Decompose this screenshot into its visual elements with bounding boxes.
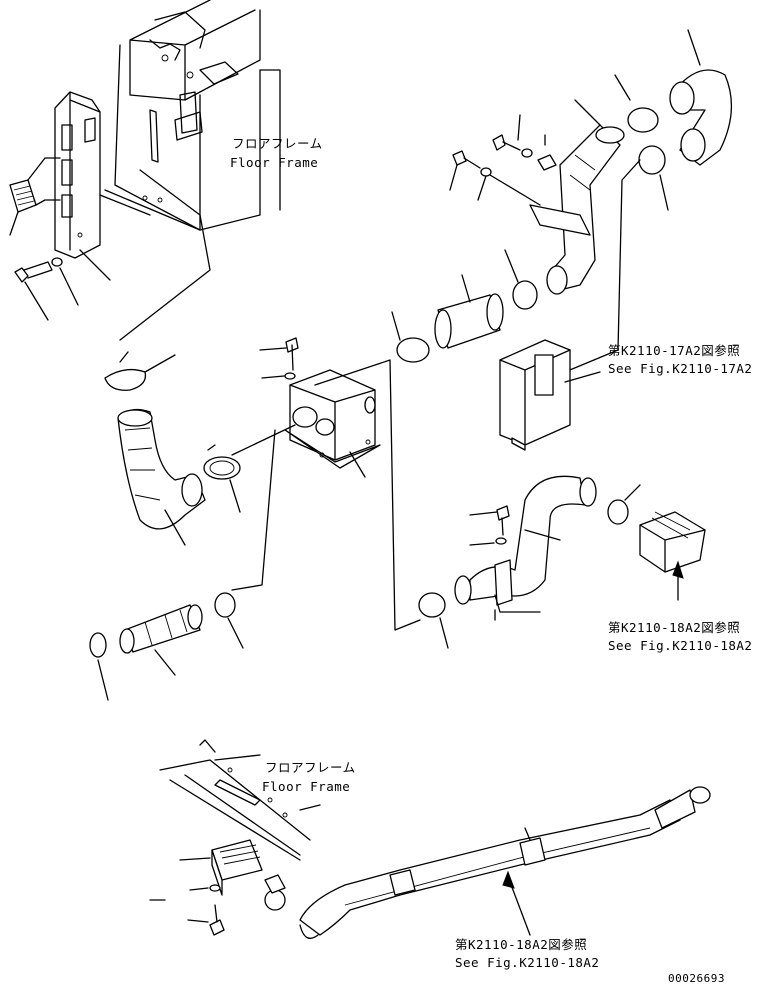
floor-frame-label-jp-top: フロアフレーム <box>232 136 323 151</box>
elbow-duct-hose <box>117 408 206 546</box>
hose-clamp-icon <box>418 592 449 649</box>
ref-18a2-label-en-mid: See Fig.K2110-18A2 <box>608 638 753 653</box>
ref-18a2-label-jp-bottom: 第K2110-18A2図参照 <box>455 937 588 952</box>
bolt-icon <box>149 884 225 936</box>
ref-18a2-label-en-bottom: See Fig.K2110-18A2 <box>455 955 600 970</box>
bolt-icon <box>14 249 111 321</box>
hose-clamp-icon <box>203 444 241 513</box>
hose-clamp-icon <box>391 311 430 363</box>
ref-17a2-label-jp: 第K2110-17A2図参照 <box>608 343 741 358</box>
bolt-icon <box>492 114 557 171</box>
hose-clamp-icon <box>89 632 109 701</box>
elbow-duct-hose <box>669 29 733 166</box>
straight-duct-hose <box>119 604 203 676</box>
duct-box-17a2 <box>499 339 601 451</box>
hose-clamp-icon <box>607 484 641 525</box>
floor-frame-lower <box>159 739 321 861</box>
floor-frame-label-en-bottom: Floor Frame <box>262 779 351 794</box>
long-floor-duct <box>299 786 711 939</box>
bolt-icon <box>259 337 299 380</box>
floor-vent-grille <box>179 839 263 896</box>
upper-elbow-duct <box>529 99 625 295</box>
curved-duct-hose <box>454 475 597 621</box>
distribution-box-icon <box>231 359 421 631</box>
hose-clamp-icon <box>564 145 669 373</box>
vent-unit-18a2 <box>639 511 706 601</box>
hose-clamp-icon <box>214 429 276 649</box>
drawing-number: 00026693 <box>668 972 725 985</box>
hose-clamp-icon <box>264 874 286 911</box>
ref-18a2-label-jp-mid: 第K2110-18A2図参照 <box>608 620 741 635</box>
vent-grille-icon <box>9 157 61 236</box>
cab-frame-drawing <box>99 0 281 231</box>
hose-clamp-icon <box>614 74 659 133</box>
floor-frame-label-en-top: Floor Frame <box>230 155 319 170</box>
straight-duct-hose <box>434 274 504 349</box>
bolt-icon <box>469 505 510 546</box>
hose-clamp-icon <box>104 351 176 391</box>
floor-frame-label-jp-bottom: フロアフレーム <box>265 760 356 775</box>
ref-17a2-label-en: See Fig.K2110-17A2 <box>608 361 753 376</box>
side-duct-cover <box>54 91 101 259</box>
bolt-icon <box>449 150 541 206</box>
hose-clamp-icon <box>504 249 538 310</box>
